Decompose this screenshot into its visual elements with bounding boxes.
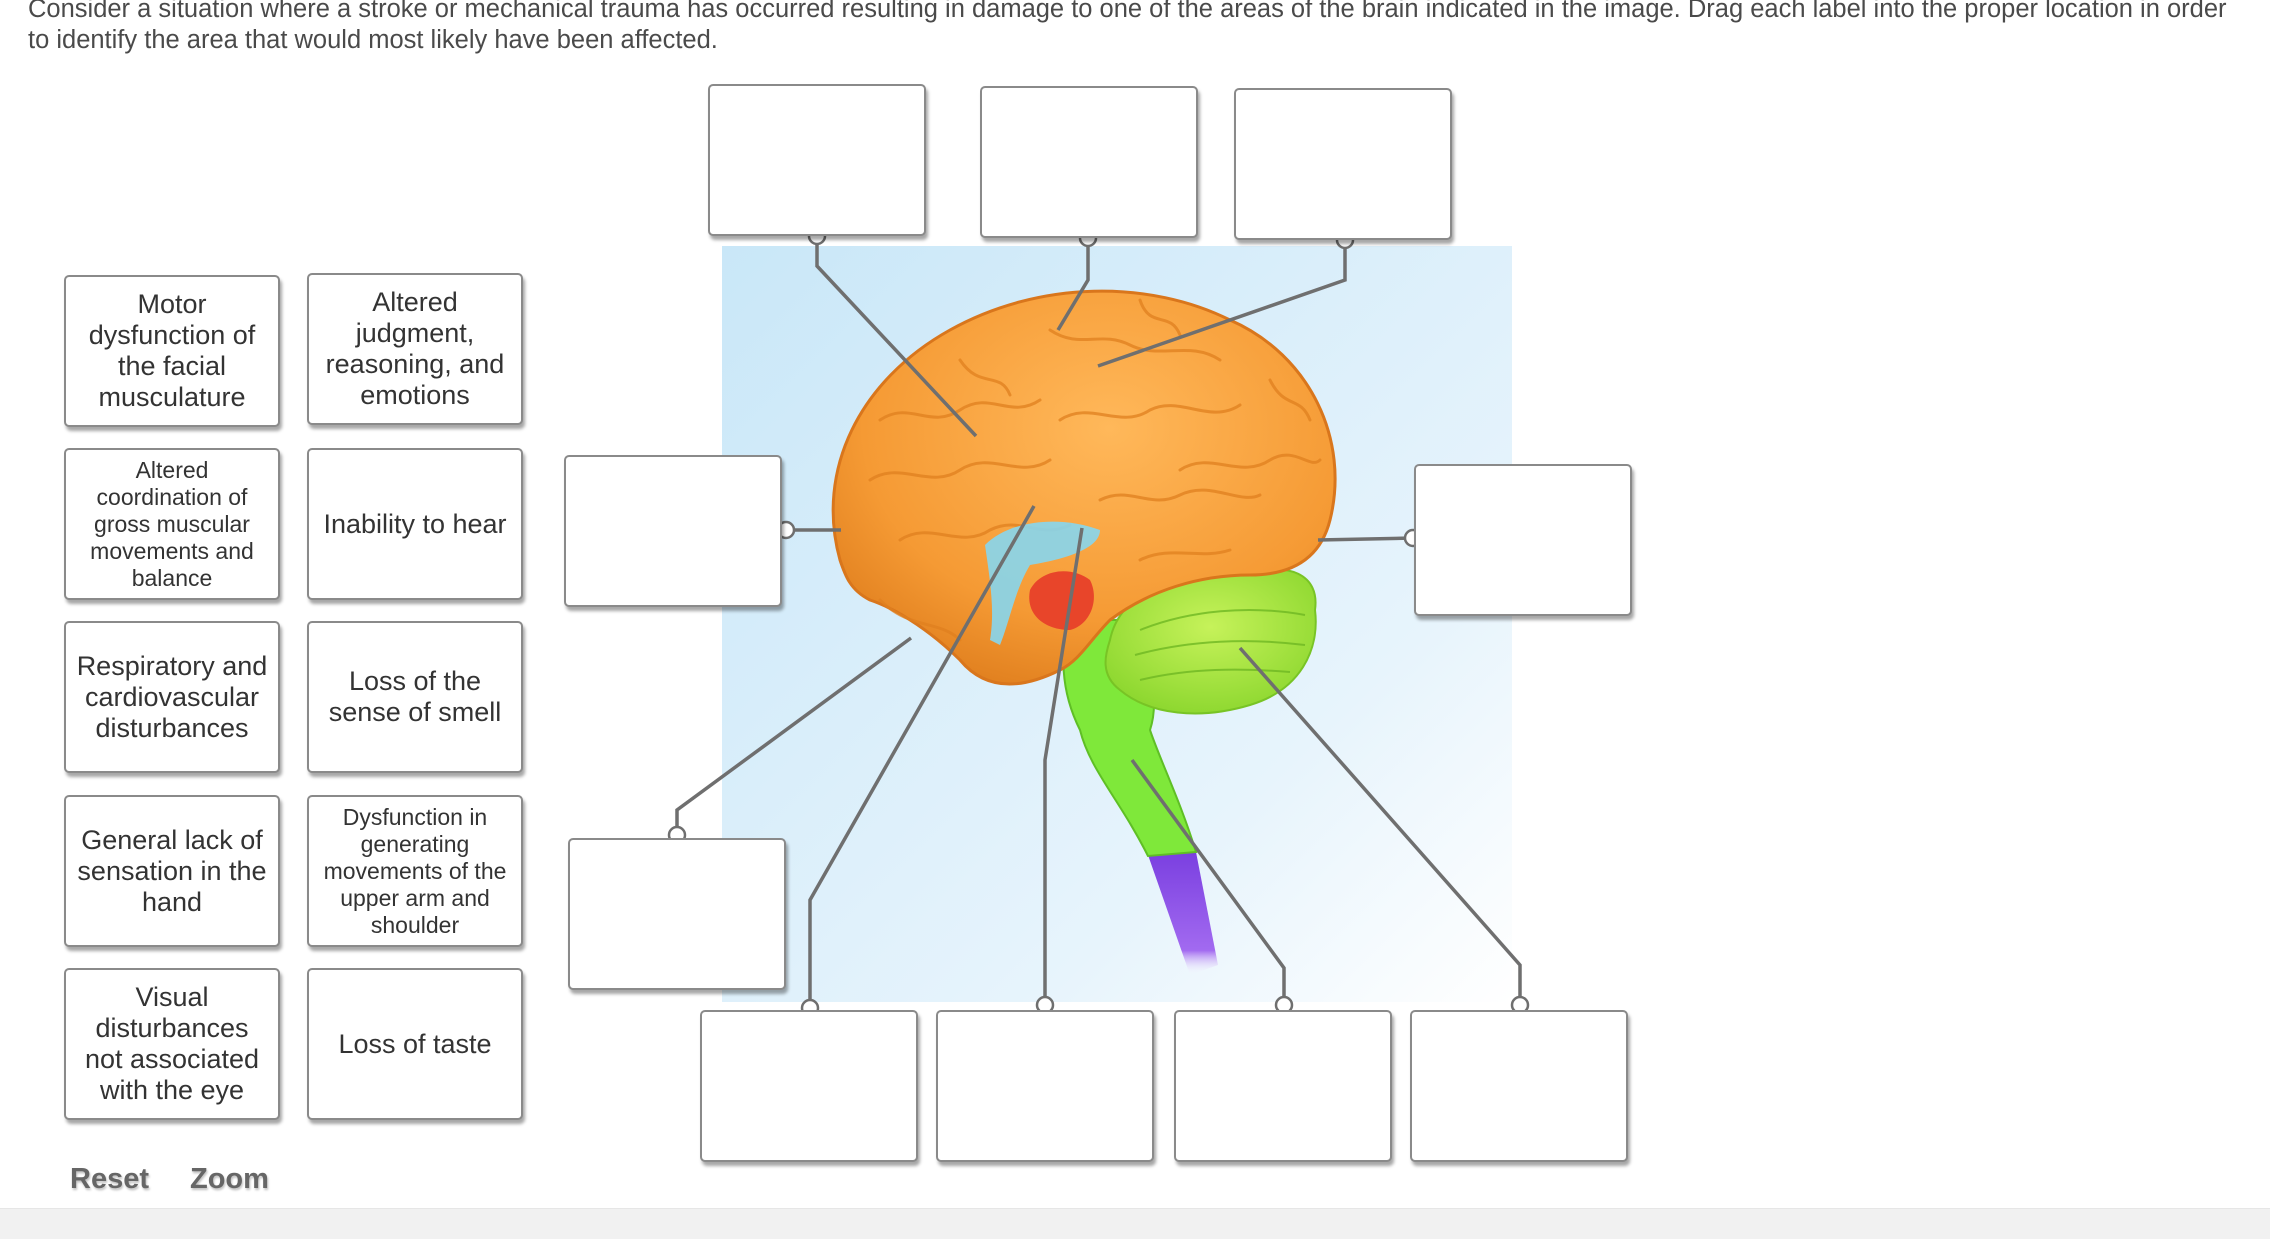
bottom-bar [0,1208,2270,1239]
drop-zone-10[interactable] [1410,1010,1628,1162]
instructions-text: Consider a situation where a stroke or m… [28,0,2227,54]
spinal-cord [1148,852,1218,975]
reset-button[interactable]: Reset [70,1163,149,1195]
label-tile-judgment[interactable]: Altered judgment, reasoning, and emotion… [307,273,523,425]
drop-zone-5[interactable] [1414,464,1632,616]
drop-zone-9[interactable] [1174,1010,1392,1162]
label-tile-visual[interactable]: Visual disturbances not associated with … [64,968,280,1120]
drop-zone-6[interactable] [568,838,786,990]
label-tile-smell[interactable]: Loss of the sense of smell [307,621,523,773]
label-tile-hand-sensation[interactable]: General lack of sensation in the hand [64,795,280,947]
drop-zone-8[interactable] [936,1010,1154,1162]
label-tile-arm-movement[interactable]: Dysfunction in generating movements of t… [307,795,523,947]
label-tile-coordination[interactable]: Altered coordination of gross muscular m… [64,448,280,600]
drop-zone-2[interactable] [980,86,1198,238]
leader-lines [675,236,1522,1008]
zoom-button[interactable]: Zoom [190,1163,269,1195]
label-tile-facial-motor[interactable]: Motor dysfunction of the facial musculat… [64,275,280,427]
drop-zone-1[interactable] [708,84,926,236]
label-tile-taste[interactable]: Loss of taste [307,968,523,1120]
drop-zone-7[interactable] [700,1010,918,1162]
drop-zone-4[interactable] [564,455,782,607]
lateral-ventricle [985,521,1100,645]
thalamus [1029,571,1094,630]
label-tile-hearing[interactable]: Inability to hear [307,448,523,600]
drop-zone-3[interactable] [1234,88,1452,240]
label-tile-respiratory[interactable]: Respiratory and cardiovascular disturban… [64,621,280,773]
cerebrum [831,289,1337,686]
